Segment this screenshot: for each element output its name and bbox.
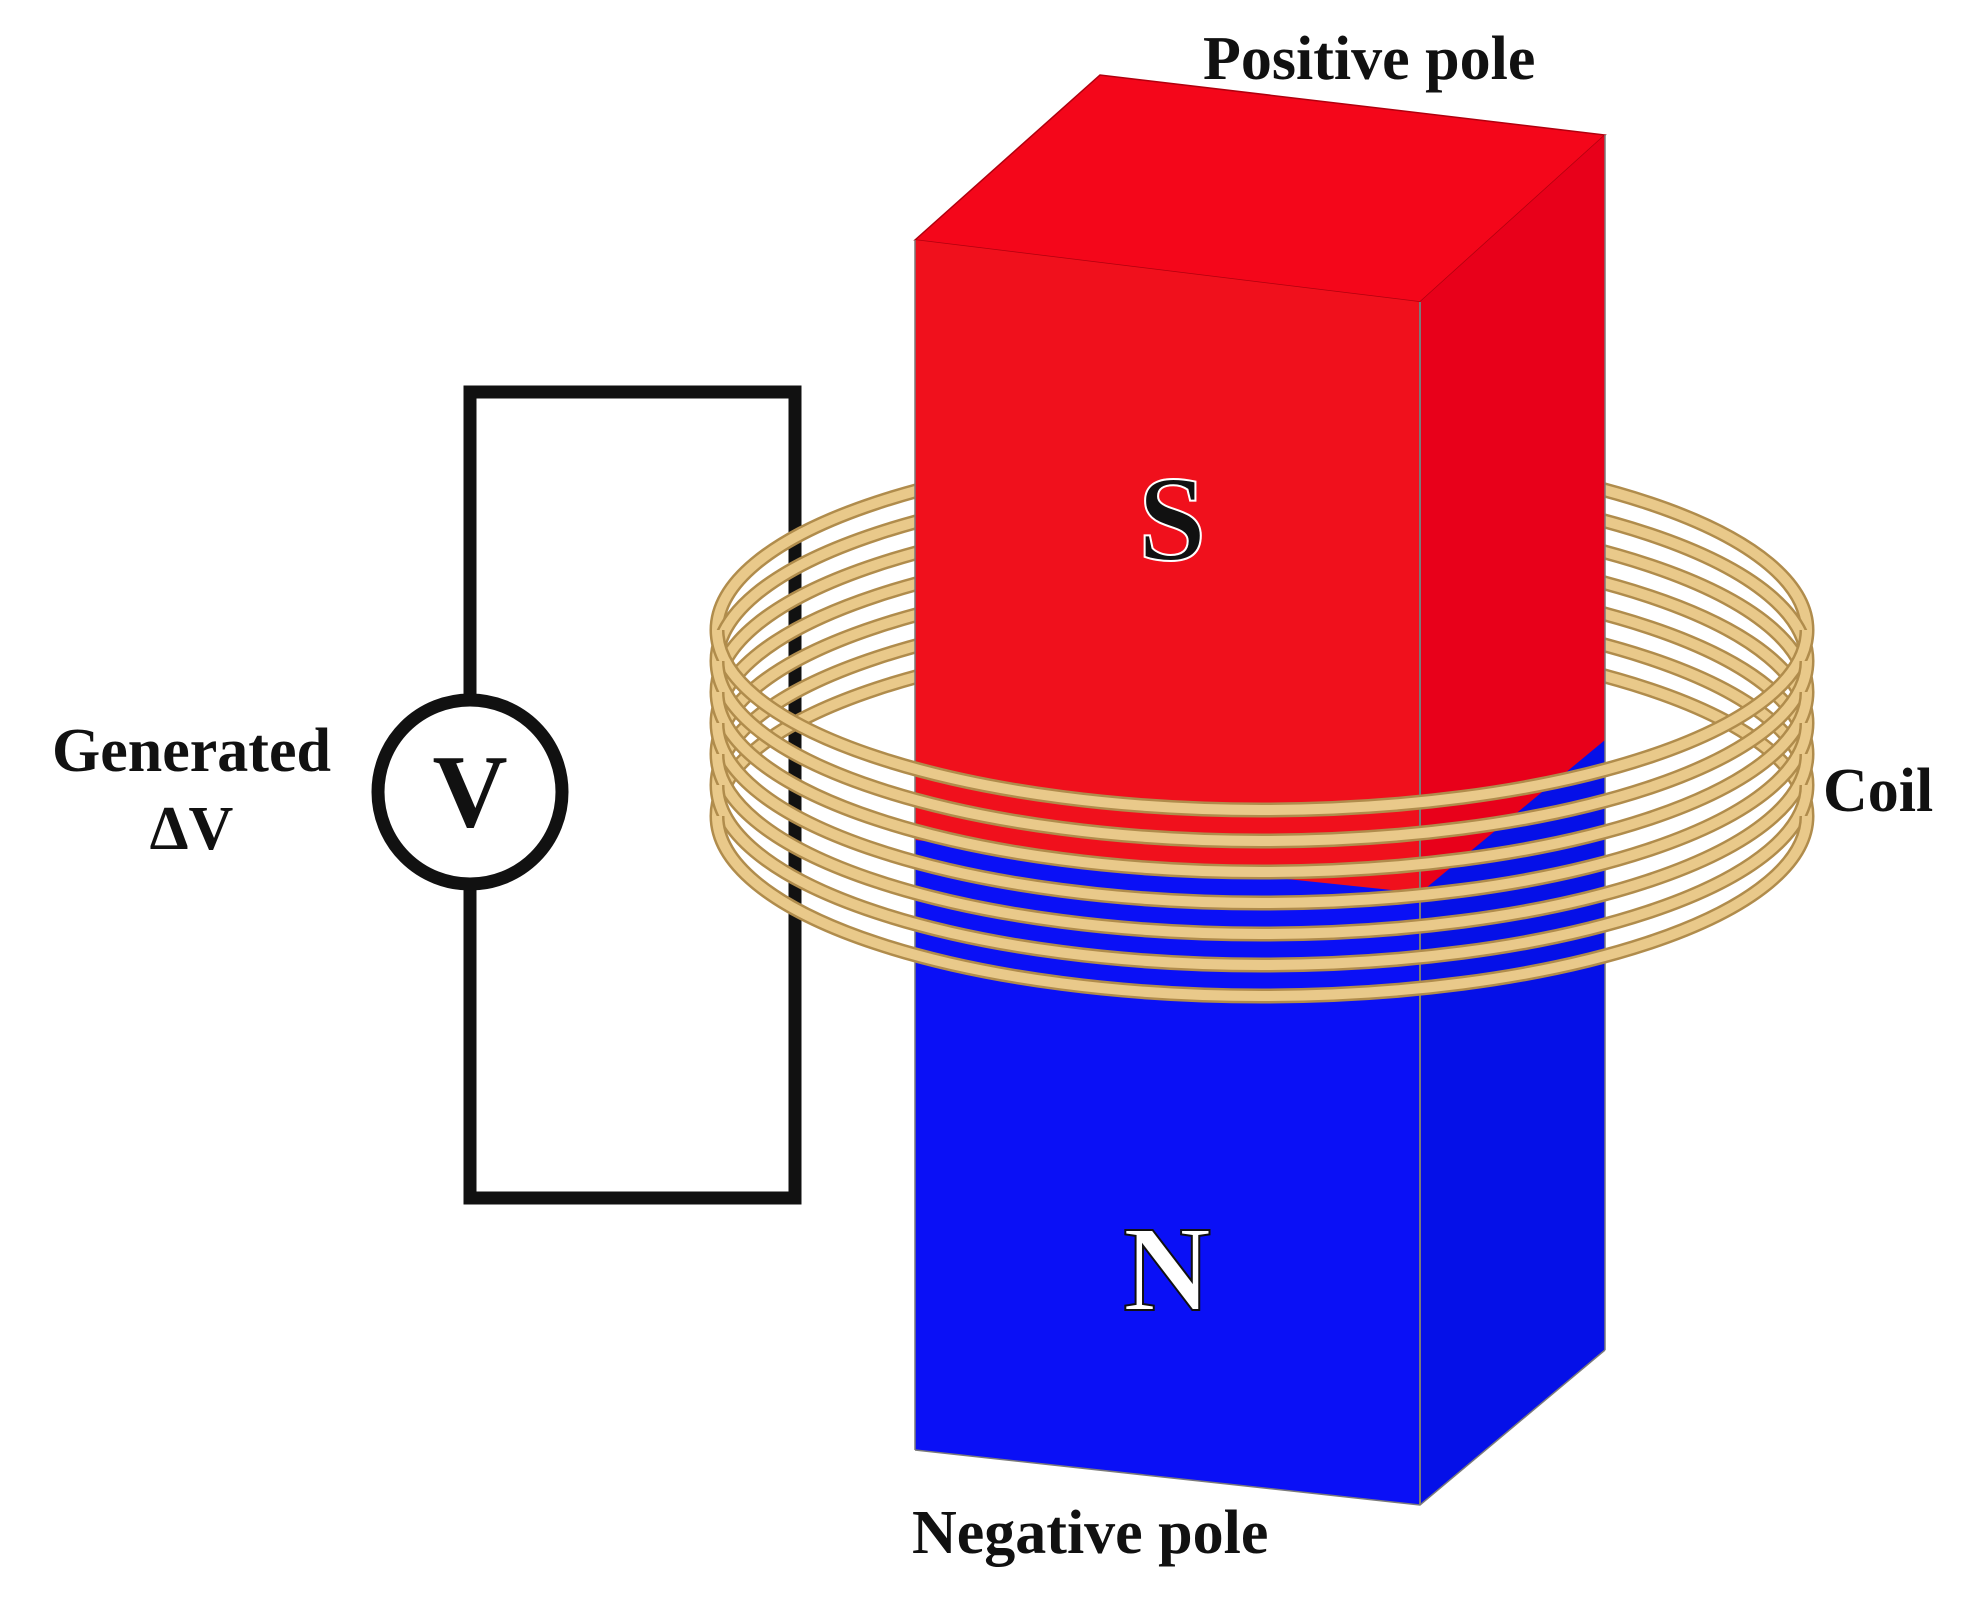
north-pole-label: N (1123, 1202, 1211, 1337)
coil-turn-front-core-7 (712, 815, 1812, 1001)
coil-turn-front-core-5 (712, 753, 1812, 939)
generated-label-line1: Generated (52, 717, 331, 785)
coil-turn-front-core-3 (712, 691, 1812, 877)
south-pole-side-face (1420, 135, 1605, 893)
voltmeter-symbol: V (432, 735, 507, 850)
positive-pole-label: Positive pole (1203, 25, 1536, 93)
coil-front (709, 629, 1815, 1004)
coil-turn-front-core-6 (712, 784, 1812, 970)
voltmeter: V (371, 693, 569, 891)
circuit-wire (463, 385, 802, 1205)
coil-label: Coil (1823, 757, 1934, 825)
negative-pole-label: Negative pole (912, 1499, 1269, 1567)
coil-turn-front-core-1 (712, 629, 1812, 815)
south-pole-front-face (915, 240, 1420, 893)
coil-turn-front-core-2 (712, 660, 1812, 846)
south-pole-label: S (1138, 452, 1206, 587)
generated-label-line2: ΔV (149, 795, 234, 863)
coil-turn-front-core-4 (712, 722, 1812, 908)
generated-voltage-label: Generated ΔV (14, 720, 369, 876)
